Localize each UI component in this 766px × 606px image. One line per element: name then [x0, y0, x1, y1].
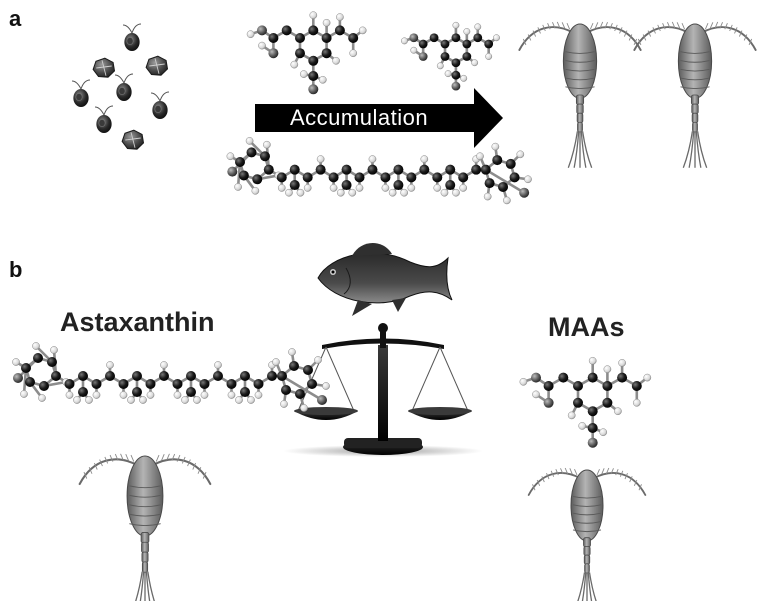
- astaxanthin-title: Astaxanthin: [60, 307, 215, 337]
- copepod-icon-panel-a-right: [633, 21, 757, 169]
- copepod-icon-panel-b-left: [78, 453, 212, 606]
- astaxanthin-molecule-panel-a: [226, 137, 532, 205]
- mycosporine-like-amino-acid-molecule-panel-b: [519, 356, 652, 448]
- balance-scale-icon: [283, 323, 483, 457]
- microalgae-cluster: [71, 23, 170, 150]
- panel-label-b: b: [9, 257, 23, 282]
- maas-title: MAAs: [548, 312, 625, 342]
- fish-icon: [317, 242, 453, 316]
- accumulation-label: Accumulation: [290, 105, 429, 130]
- astaxanthin-molecule-panel-b: [12, 342, 330, 412]
- copepod-icon-panel-b-right: [527, 467, 647, 606]
- mycosporine-like-amino-acid-molecule-top-left: [246, 11, 367, 95]
- panel-label-a: a: [9, 6, 22, 31]
- copepod-icon-panel-a-left: [518, 21, 642, 169]
- mycosporine-like-amino-acid-molecule-top-right: [400, 21, 500, 91]
- accumulation-arrow: [255, 88, 503, 148]
